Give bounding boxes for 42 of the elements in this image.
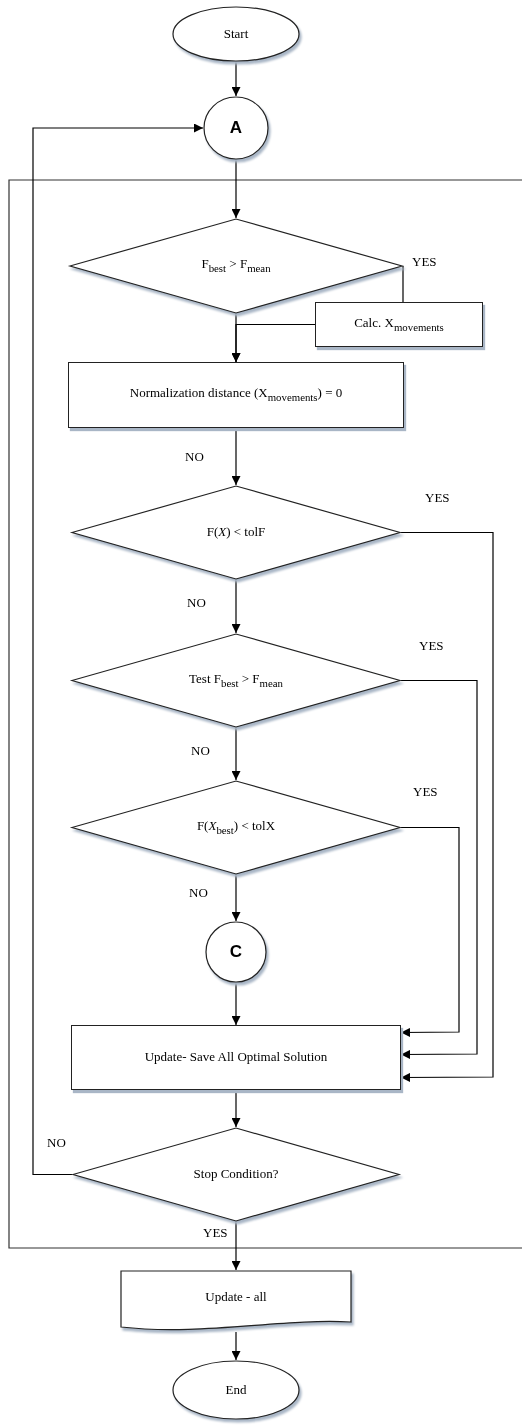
arrow — [231, 727, 241, 781]
arrow — [400, 679, 478, 1059]
node-label: End — [224, 1380, 248, 1399]
node-label: Start — [222, 24, 250, 43]
decision-diamond — [72, 1127, 400, 1222]
arrow — [231, 61, 241, 97]
arrow — [231, 1331, 241, 1361]
arrow — [32, 123, 204, 1176]
connector-line — [402, 265, 404, 303]
decision-diamond — [71, 633, 401, 728]
process-box — [68, 362, 404, 428]
arrow — [231, 579, 241, 634]
connector-letter: A — [228, 116, 244, 139]
decision-diamond — [69, 218, 403, 314]
node-label: Update - all — [204, 1287, 268, 1306]
document-shape — [120, 1270, 352, 1332]
node-label: F(X) < tolF — [205, 523, 267, 542]
node-label: Calc. X$_{movements}$ — [353, 313, 445, 335]
arrow — [231, 159, 241, 219]
node-label: F(X$_{best}$) < tolX — [195, 816, 277, 838]
process-box — [71, 1025, 401, 1090]
connector-circle — [205, 921, 267, 983]
arrow — [231, 427, 241, 486]
node-label: F$_{best}$ > F$_{mean}$ — [200, 255, 272, 276]
node-label: Test F$_{best}$ > F$_{mean}$ — [188, 669, 284, 691]
arrow — [231, 1221, 241, 1271]
arrow — [231, 1089, 241, 1128]
node-label: Update- Save All Optimal Solution — [143, 1048, 329, 1067]
terminal-oval — [172, 6, 300, 62]
arrow — [231, 874, 241, 922]
node-label: Normalization distance (X$_{movements}$) = 0 — [128, 384, 344, 405]
arrow — [400, 826, 460, 1037]
connector-letter: C — [228, 940, 244, 963]
node-label: Stop Condition? — [192, 1165, 280, 1184]
connector-circle — [203, 96, 269, 160]
arrow — [400, 531, 494, 1082]
decision-diamond — [71, 485, 401, 580]
arrow — [231, 982, 241, 1026]
decision-diamond — [71, 780, 401, 875]
arrow — [231, 323, 316, 363]
terminal-oval — [172, 1360, 300, 1420]
process-box — [315, 302, 483, 347]
